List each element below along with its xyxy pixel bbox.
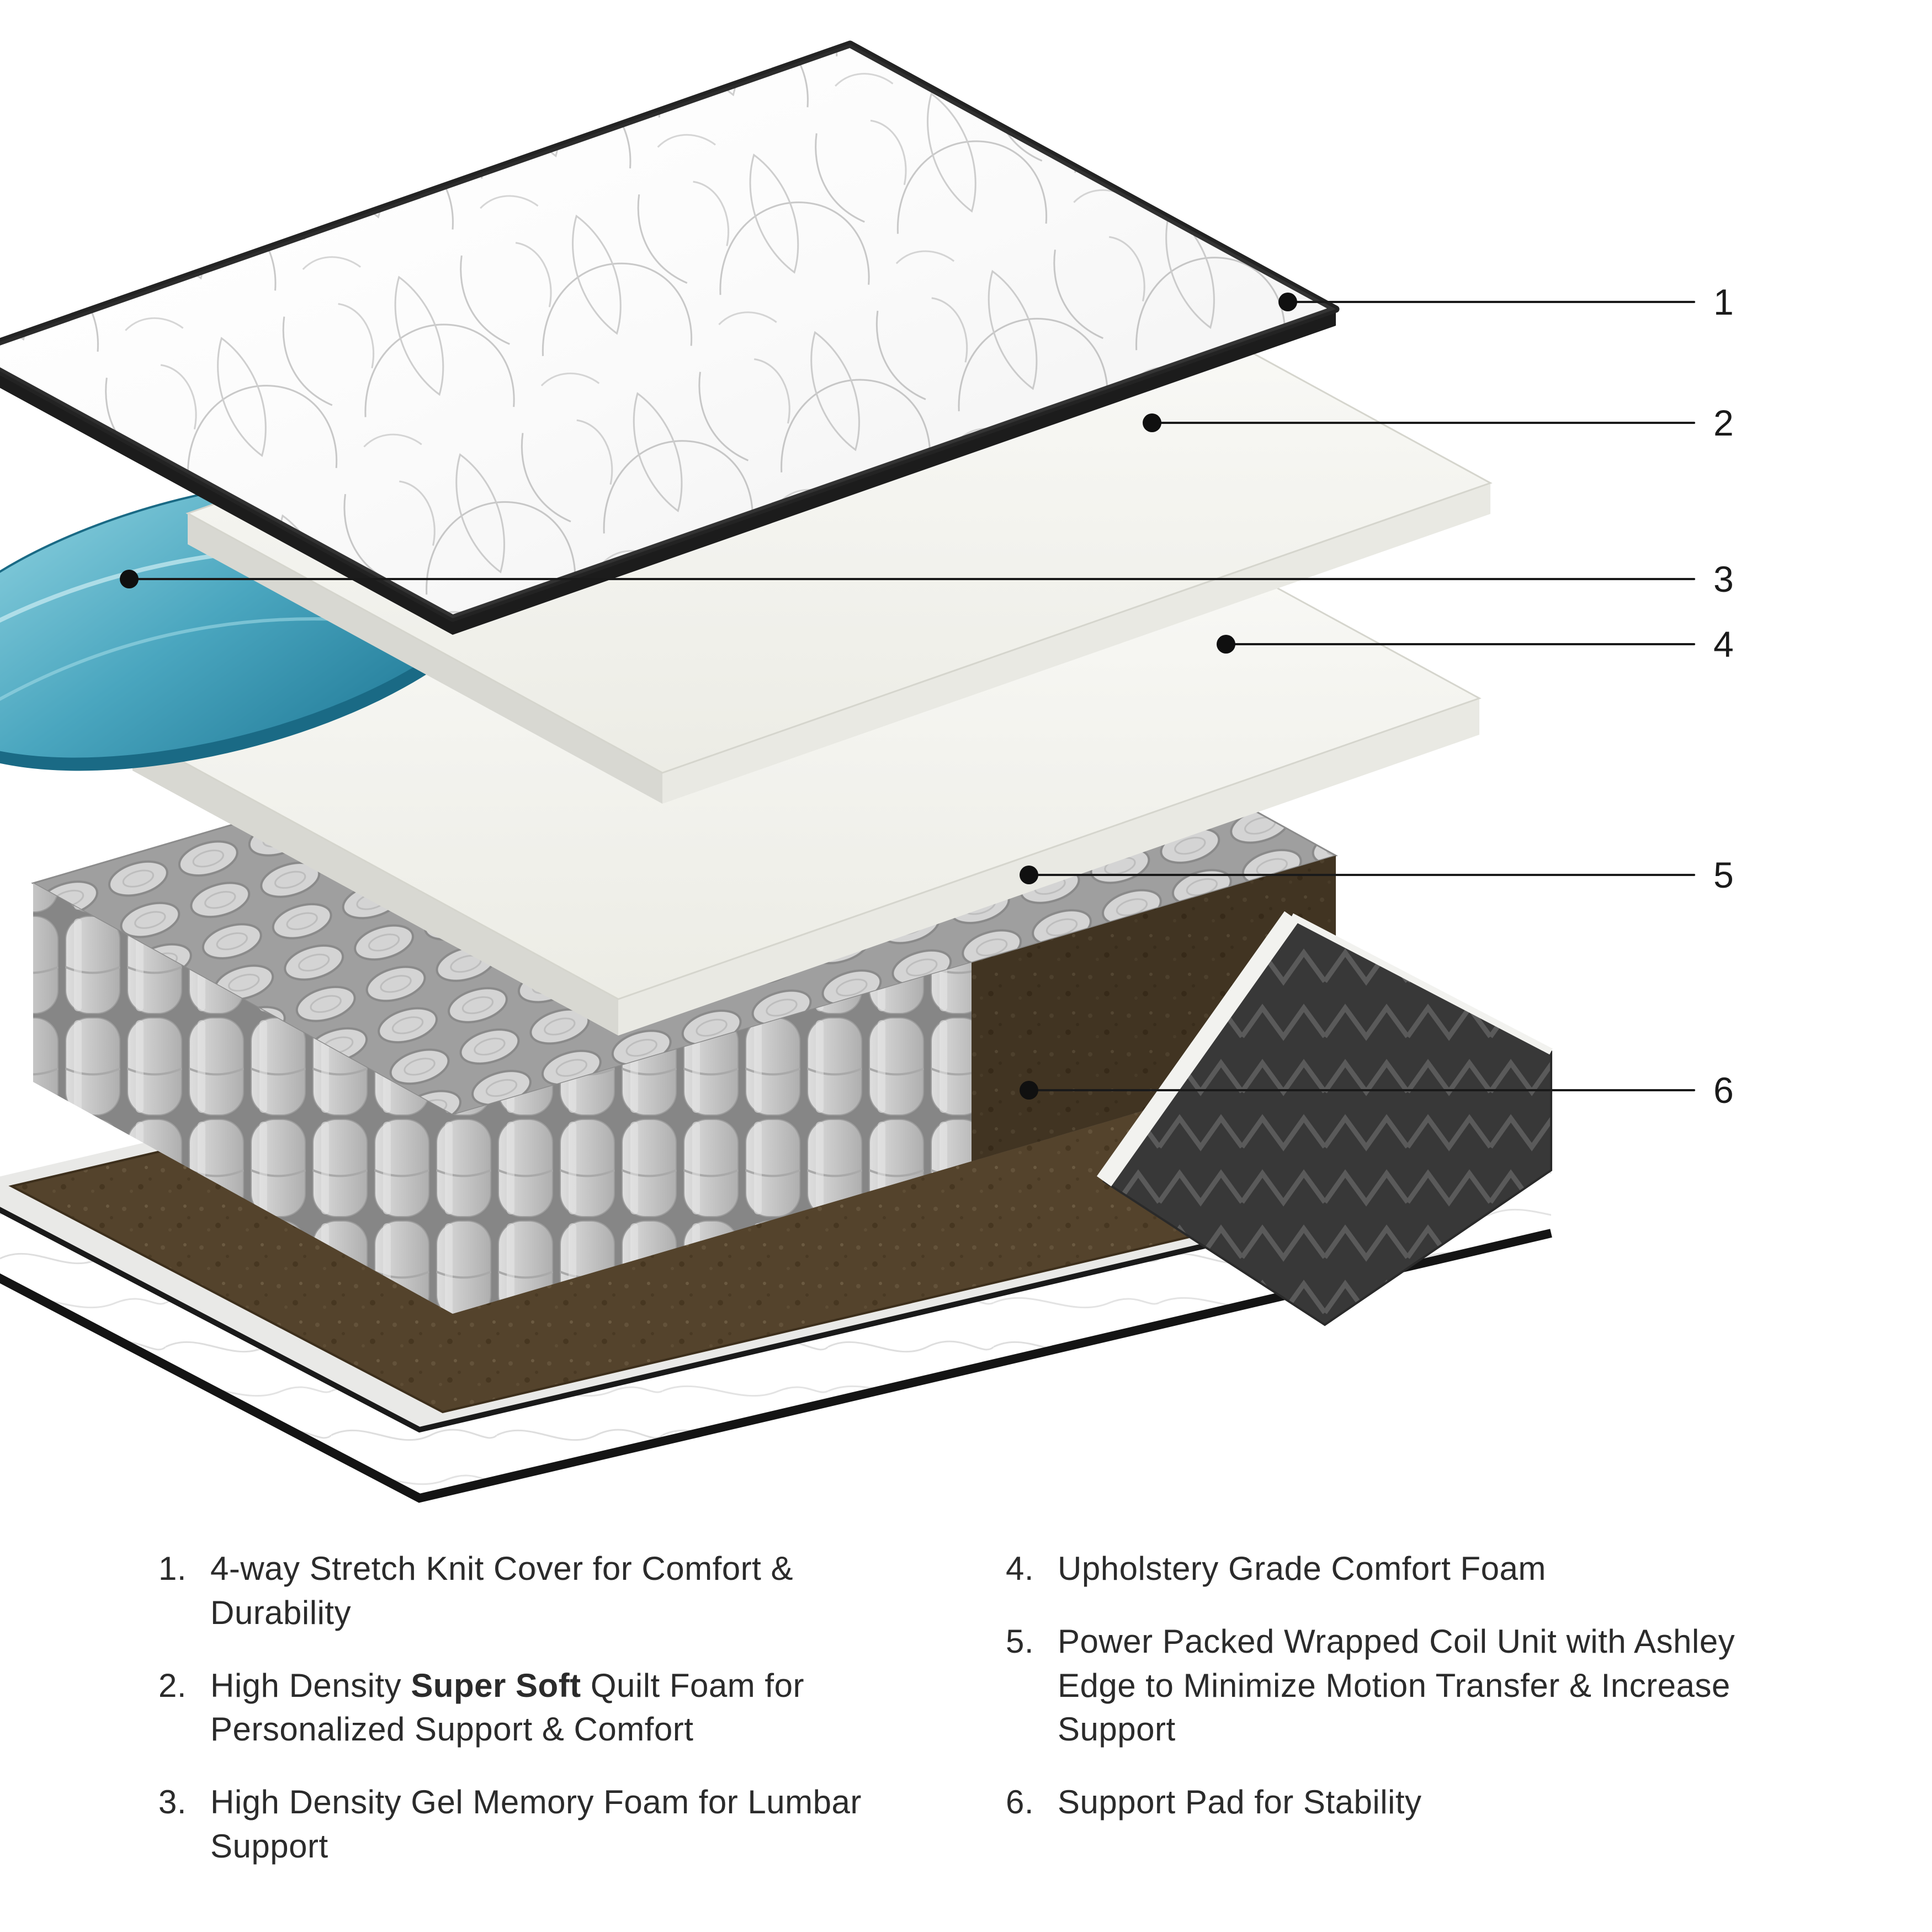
callout-3: 3 (120, 559, 1734, 599)
legend-item-text: Upholstery Grade Comfort Foam (1058, 1550, 1546, 1587)
base-trim-top (0, 1162, 1552, 1433)
legend-item-5: 5. Power Packed Wrapped Coil Unit with A… (1006, 1620, 1740, 1751)
legend-item-1: 1. 4-way Stretch Knit Cover for Comfort … (158, 1547, 871, 1635)
legend-item-number: 6. (1006, 1784, 1034, 1821)
comfort-foam-side-left (132, 734, 618, 1036)
legend-item-number: 4. (1006, 1550, 1034, 1587)
legend-item-number: 3. (158, 1784, 187, 1821)
wedge-binding-left (1096, 911, 1299, 1187)
callout-6: 6 (1020, 1070, 1734, 1111)
legend-item-text: 4-way Stretch Knit Cover for Comfort & D… (210, 1550, 793, 1631)
legend-item-3: 3. High Density Gel Memory Foam for Lumb… (158, 1780, 871, 1869)
quilt-foam-side-right (662, 483, 1490, 804)
callout-4: 4 (1217, 624, 1734, 665)
callouts: 1 2 3 4 5 (120, 282, 1734, 1111)
legend-item-6: 6. Support Pad for Stability (1006, 1780, 1740, 1824)
callout-dot (120, 570, 139, 588)
base-side-left (0, 1209, 420, 1503)
fabric-corner-wedge (1096, 911, 1553, 1326)
legend-item-text: High Density Super Soft Quilt Foam for P… (210, 1666, 804, 1748)
legend-item-text: Power Packed Wrapped Coil Unit with Ashl… (1058, 1622, 1735, 1748)
pad-cutaway (972, 856, 1336, 1161)
callout-dot (1217, 635, 1235, 654)
callout-number: 6 (1713, 1070, 1734, 1111)
callout-2: 2 (1143, 402, 1734, 443)
legend-item-number: 5. (1006, 1622, 1034, 1660)
legend-item-number: 1. (158, 1550, 187, 1587)
callout-dot (1020, 1081, 1038, 1100)
callout-1: 1 (1278, 282, 1734, 322)
callout-number: 4 (1713, 624, 1734, 665)
base-trim-bottom (0, 1229, 1552, 1503)
callout-dot (1020, 866, 1038, 884)
legend-column-left: 1. 4-way Stretch Knit Cover for Comfort … (158, 1547, 871, 1897)
coil-front-left-face (33, 883, 453, 1314)
comfort-foam-side-right (618, 698, 1479, 1036)
knit-cover-layer (0, 40, 1340, 635)
legend-item-number: 2. (158, 1666, 187, 1704)
callout-dot (1278, 293, 1297, 311)
legend-column-right: 4. Upholstery Grade Comfort Foam 5. Powe… (1006, 1547, 1740, 1853)
legend-item-text: High Density Gel Memory Foam for Lumbar … (210, 1784, 862, 1865)
callout-5: 5 (1020, 854, 1734, 895)
callout-number: 2 (1713, 402, 1734, 443)
callout-number: 1 (1713, 282, 1734, 322)
legend-item-2: 2. High Density Super Soft Quilt Foam fo… (158, 1664, 871, 1752)
legend-item-text: Support Pad for Stability (1058, 1784, 1422, 1821)
quilt-foam-side-left (188, 513, 662, 804)
legend-item-4: 4. Upholstery Grade Comfort Foam (1006, 1547, 1740, 1591)
knit-cover-sheen (0, 44, 1336, 618)
mattress-exploded-illustration: 1 2 3 4 5 (0, 40, 1734, 1503)
callout-number: 5 (1713, 854, 1734, 895)
callout-number: 3 (1713, 559, 1734, 599)
callout-dot (1143, 413, 1161, 432)
wedge-binding-top (1290, 913, 1553, 1055)
